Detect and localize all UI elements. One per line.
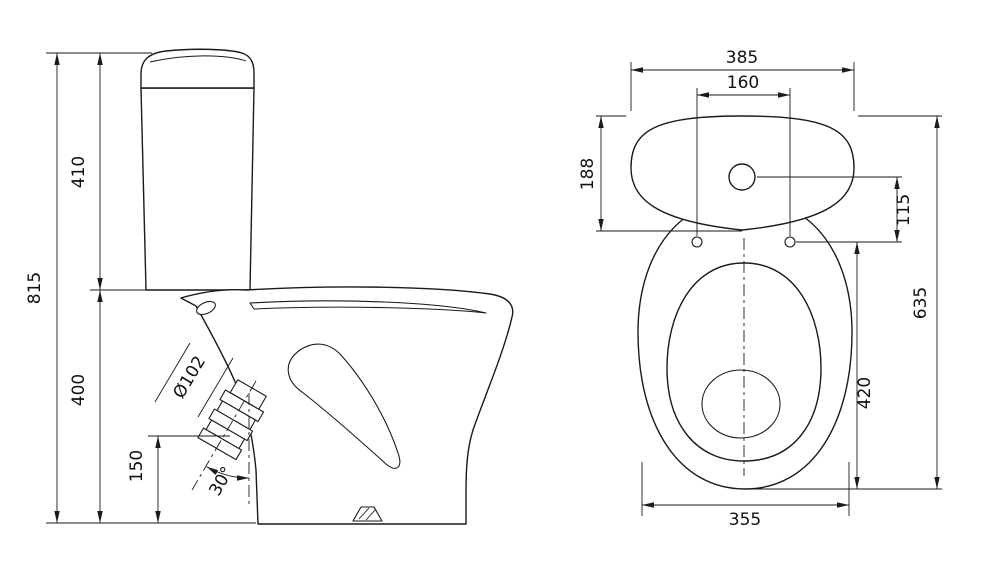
- dim-diameter-label: Ø102: [169, 353, 210, 403]
- dim-115-label: 115: [894, 194, 914, 226]
- outlet-axis-centerline: [191, 380, 257, 491]
- flush-joint-detail: [196, 300, 216, 316]
- flush-button: [728, 163, 756, 191]
- tank-body-outline: [140, 87, 255, 291]
- dim-188-label: 188: [578, 158, 598, 190]
- dim-815-label: 815: [25, 272, 45, 304]
- dim-150-label: 150: [127, 450, 147, 482]
- top-view: 385 160 188 115 635 420 355: [578, 48, 942, 530]
- bowl-inner-contour: [287, 343, 401, 469]
- dim-635-label: 635: [911, 287, 931, 319]
- tank-lid-seam: [149, 55, 247, 63]
- dim-diameter-lines: [154, 342, 234, 418]
- angle-arc: [206, 466, 250, 481]
- side-view: 815 410 400 150 Ø102 30°: [25, 48, 514, 525]
- water-surface: [701, 369, 781, 439]
- dim-385-label: 385: [726, 48, 758, 68]
- dim-160-label: 160: [727, 73, 759, 93]
- dim-410-label: 410: [69, 156, 89, 188]
- rim-channel-line: [249, 300, 487, 314]
- ext-160: [696, 88, 791, 236]
- hinge-hole-right: [784, 236, 796, 248]
- dim-355-label: 355: [729, 510, 761, 530]
- dim-420-label: 420: [855, 377, 875, 409]
- tank-lid-outline: [140, 48, 255, 89]
- base-drain-hatch: [358, 507, 377, 521]
- dim-400-label: 400: [69, 374, 89, 406]
- hinge-hole-left: [691, 236, 703, 248]
